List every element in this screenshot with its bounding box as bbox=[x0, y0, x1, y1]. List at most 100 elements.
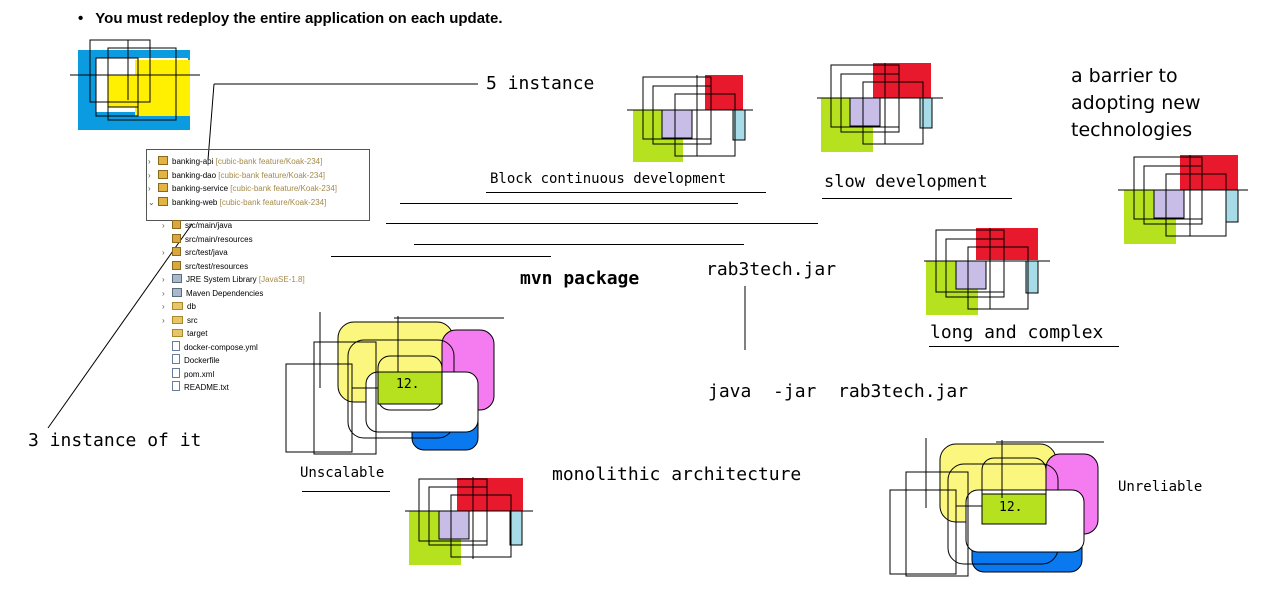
tree-item-name: pom.xml bbox=[184, 369, 215, 379]
tree-item[interactable]: src/test/resources bbox=[162, 260, 248, 273]
project-name: banking-api bbox=[172, 157, 214, 166]
project-name: banking-web bbox=[172, 197, 218, 207]
project-icon bbox=[158, 156, 168, 165]
logo-slow-dev bbox=[817, 63, 943, 152]
ide-project-tree: › banking-api [cubic-bank feature/Koak-23… bbox=[146, 149, 376, 399]
project-icon bbox=[158, 169, 168, 179]
underline-long-complex bbox=[929, 346, 1119, 347]
tree-item-name: db bbox=[187, 302, 196, 311]
chevron-right-icon[interactable]: › bbox=[162, 248, 165, 257]
logo-blue-yellow bbox=[70, 39, 200, 130]
five-instance-connector bbox=[207, 83, 478, 161]
tree-item[interactable]: › src/test/java bbox=[162, 246, 228, 259]
chevron-right-icon[interactable]: › bbox=[162, 275, 165, 284]
file-icon bbox=[172, 367, 180, 378]
logo-block-dev bbox=[627, 75, 753, 162]
tree-item-name: docker-compose.yml bbox=[184, 342, 258, 352]
project-tag: [cubic-bank feature/Koak-234] bbox=[215, 157, 323, 166]
file-icon bbox=[172, 354, 180, 364]
chevron-right-icon[interactable]: › bbox=[162, 315, 165, 325]
chevron-right-icon[interactable]: › bbox=[148, 184, 151, 193]
barrier-line-1: a barrier to bbox=[1071, 65, 1178, 87]
folder-icon bbox=[172, 315, 183, 324]
logo-barrier bbox=[1118, 155, 1248, 244]
tree-item-tag: [JavaSE-1.8] bbox=[258, 275, 305, 284]
label-long-complex: long and complex bbox=[930, 322, 1104, 343]
tree-item[interactable]: docker-compose.yml bbox=[162, 340, 258, 354]
tree-item[interactable]: target bbox=[162, 327, 207, 340]
package-icon bbox=[172, 260, 181, 270]
file-icon bbox=[172, 381, 180, 391]
label-jar-name: rab3tech.jar bbox=[706, 259, 837, 280]
label-slow-development: slow development bbox=[824, 172, 988, 192]
package-icon bbox=[172, 247, 181, 256]
label-block-continuous: Block continuous development bbox=[490, 171, 727, 187]
chevron-right-icon[interactable]: › bbox=[162, 221, 165, 230]
project-tag: [cubic-bank feature/Koak-234] bbox=[218, 170, 326, 180]
tree-project-banking-web[interactable]: ⌄ banking-web [cubic-bank feature/Koak-23… bbox=[148, 196, 326, 209]
tree-item[interactable]: README.txt bbox=[162, 381, 229, 394]
library-icon bbox=[172, 274, 182, 283]
label-unreliable: Unreliable bbox=[1118, 479, 1203, 495]
tree-project-banking-dao[interactable]: › banking-dao [cubic-bank feature/Koak-23… bbox=[148, 169, 325, 182]
tree-item[interactable]: › JRE System Library [JavaSE-1.8] bbox=[162, 273, 305, 286]
tree-item-name: Maven Dependencies bbox=[186, 288, 264, 298]
file-icon bbox=[172, 340, 180, 351]
tree-item-name: JRE System Library bbox=[186, 275, 257, 284]
label-monolithic: monolithic architecture bbox=[552, 464, 802, 485]
chevron-right-icon[interactable]: › bbox=[148, 170, 151, 180]
logo-rounded-unreliable bbox=[889, 438, 1104, 577]
project-icon bbox=[158, 183, 168, 192]
project-name: banking-dao bbox=[172, 170, 217, 180]
badge-12-unreliable: 12. bbox=[999, 500, 1023, 515]
tree-item-name: README.txt bbox=[184, 383, 229, 392]
chevron-down-icon[interactable]: ⌄ bbox=[148, 197, 155, 207]
logo-long-complex bbox=[924, 228, 1050, 315]
tree-item[interactable]: Dockerfile bbox=[162, 354, 220, 367]
label-java-cmd: java -jar rab3tech.jar bbox=[708, 381, 969, 402]
separator-4 bbox=[331, 256, 551, 257]
barrier-line-3: technologies bbox=[1071, 119, 1193, 141]
project-icon bbox=[158, 196, 168, 206]
logo-monolithic bbox=[405, 477, 533, 565]
label-mvn-package: mvn package bbox=[520, 268, 640, 289]
tree-item[interactable]: pom.xml bbox=[162, 367, 215, 381]
separator-1 bbox=[400, 203, 738, 204]
tree-item-name: Dockerfile bbox=[184, 356, 220, 365]
label-barrier: a barrier to adopting new technologies bbox=[1071, 63, 1201, 144]
project-tag: [cubic-bank feature/Koak-234] bbox=[219, 197, 327, 207]
chevron-right-icon[interactable]: › bbox=[148, 157, 151, 166]
chevron-right-icon[interactable]: › bbox=[162, 288, 165, 298]
heading-text: You must redeploy the entire application… bbox=[95, 10, 503, 27]
tree-item-name: src bbox=[187, 315, 198, 325]
folder-icon bbox=[172, 302, 183, 310]
label-3-instance: 3 instance of it bbox=[28, 430, 202, 451]
tree-item-name: src/test/java bbox=[185, 248, 228, 257]
ide-projects-box bbox=[146, 149, 370, 221]
connector-lines bbox=[47, 83, 746, 429]
tree-item[interactable]: › db bbox=[162, 300, 196, 313]
bullet: • bbox=[78, 10, 84, 27]
tree-item[interactable]: ›src/main/java bbox=[162, 219, 232, 232]
package-icon bbox=[172, 233, 181, 243]
tree-item[interactable]: › Maven Dependencies bbox=[162, 287, 263, 300]
tree-item-name: src/main/resources bbox=[185, 234, 253, 244]
logo-rounded-unscalable bbox=[285, 312, 504, 455]
package-icon bbox=[172, 220, 181, 229]
tree-project-banking-service[interactable]: ›banking-service [cubic-bank feature/Koa… bbox=[148, 182, 337, 195]
tree-item-name: target bbox=[187, 329, 208, 338]
tree-project-banking-api[interactable]: › banking-api [cubic-bank feature/Koak-23… bbox=[148, 155, 322, 168]
underline-slow-development bbox=[822, 198, 1012, 199]
separator-3 bbox=[414, 244, 744, 245]
tree-item[interactable]: src/main/resources bbox=[162, 233, 253, 246]
tree-item-name: src/test/resources bbox=[185, 261, 249, 271]
label-5-instance: 5 instance bbox=[486, 73, 595, 94]
chevron-right-icon[interactable]: › bbox=[162, 302, 165, 311]
underline-unscalable bbox=[302, 491, 390, 492]
folder-icon bbox=[172, 329, 183, 337]
separator-2 bbox=[386, 223, 818, 224]
label-unscalable: Unscalable bbox=[300, 465, 385, 481]
tree-item[interactable]: › src bbox=[162, 314, 198, 327]
project-tag: [cubic-bank feature/Koak-234] bbox=[230, 184, 337, 193]
